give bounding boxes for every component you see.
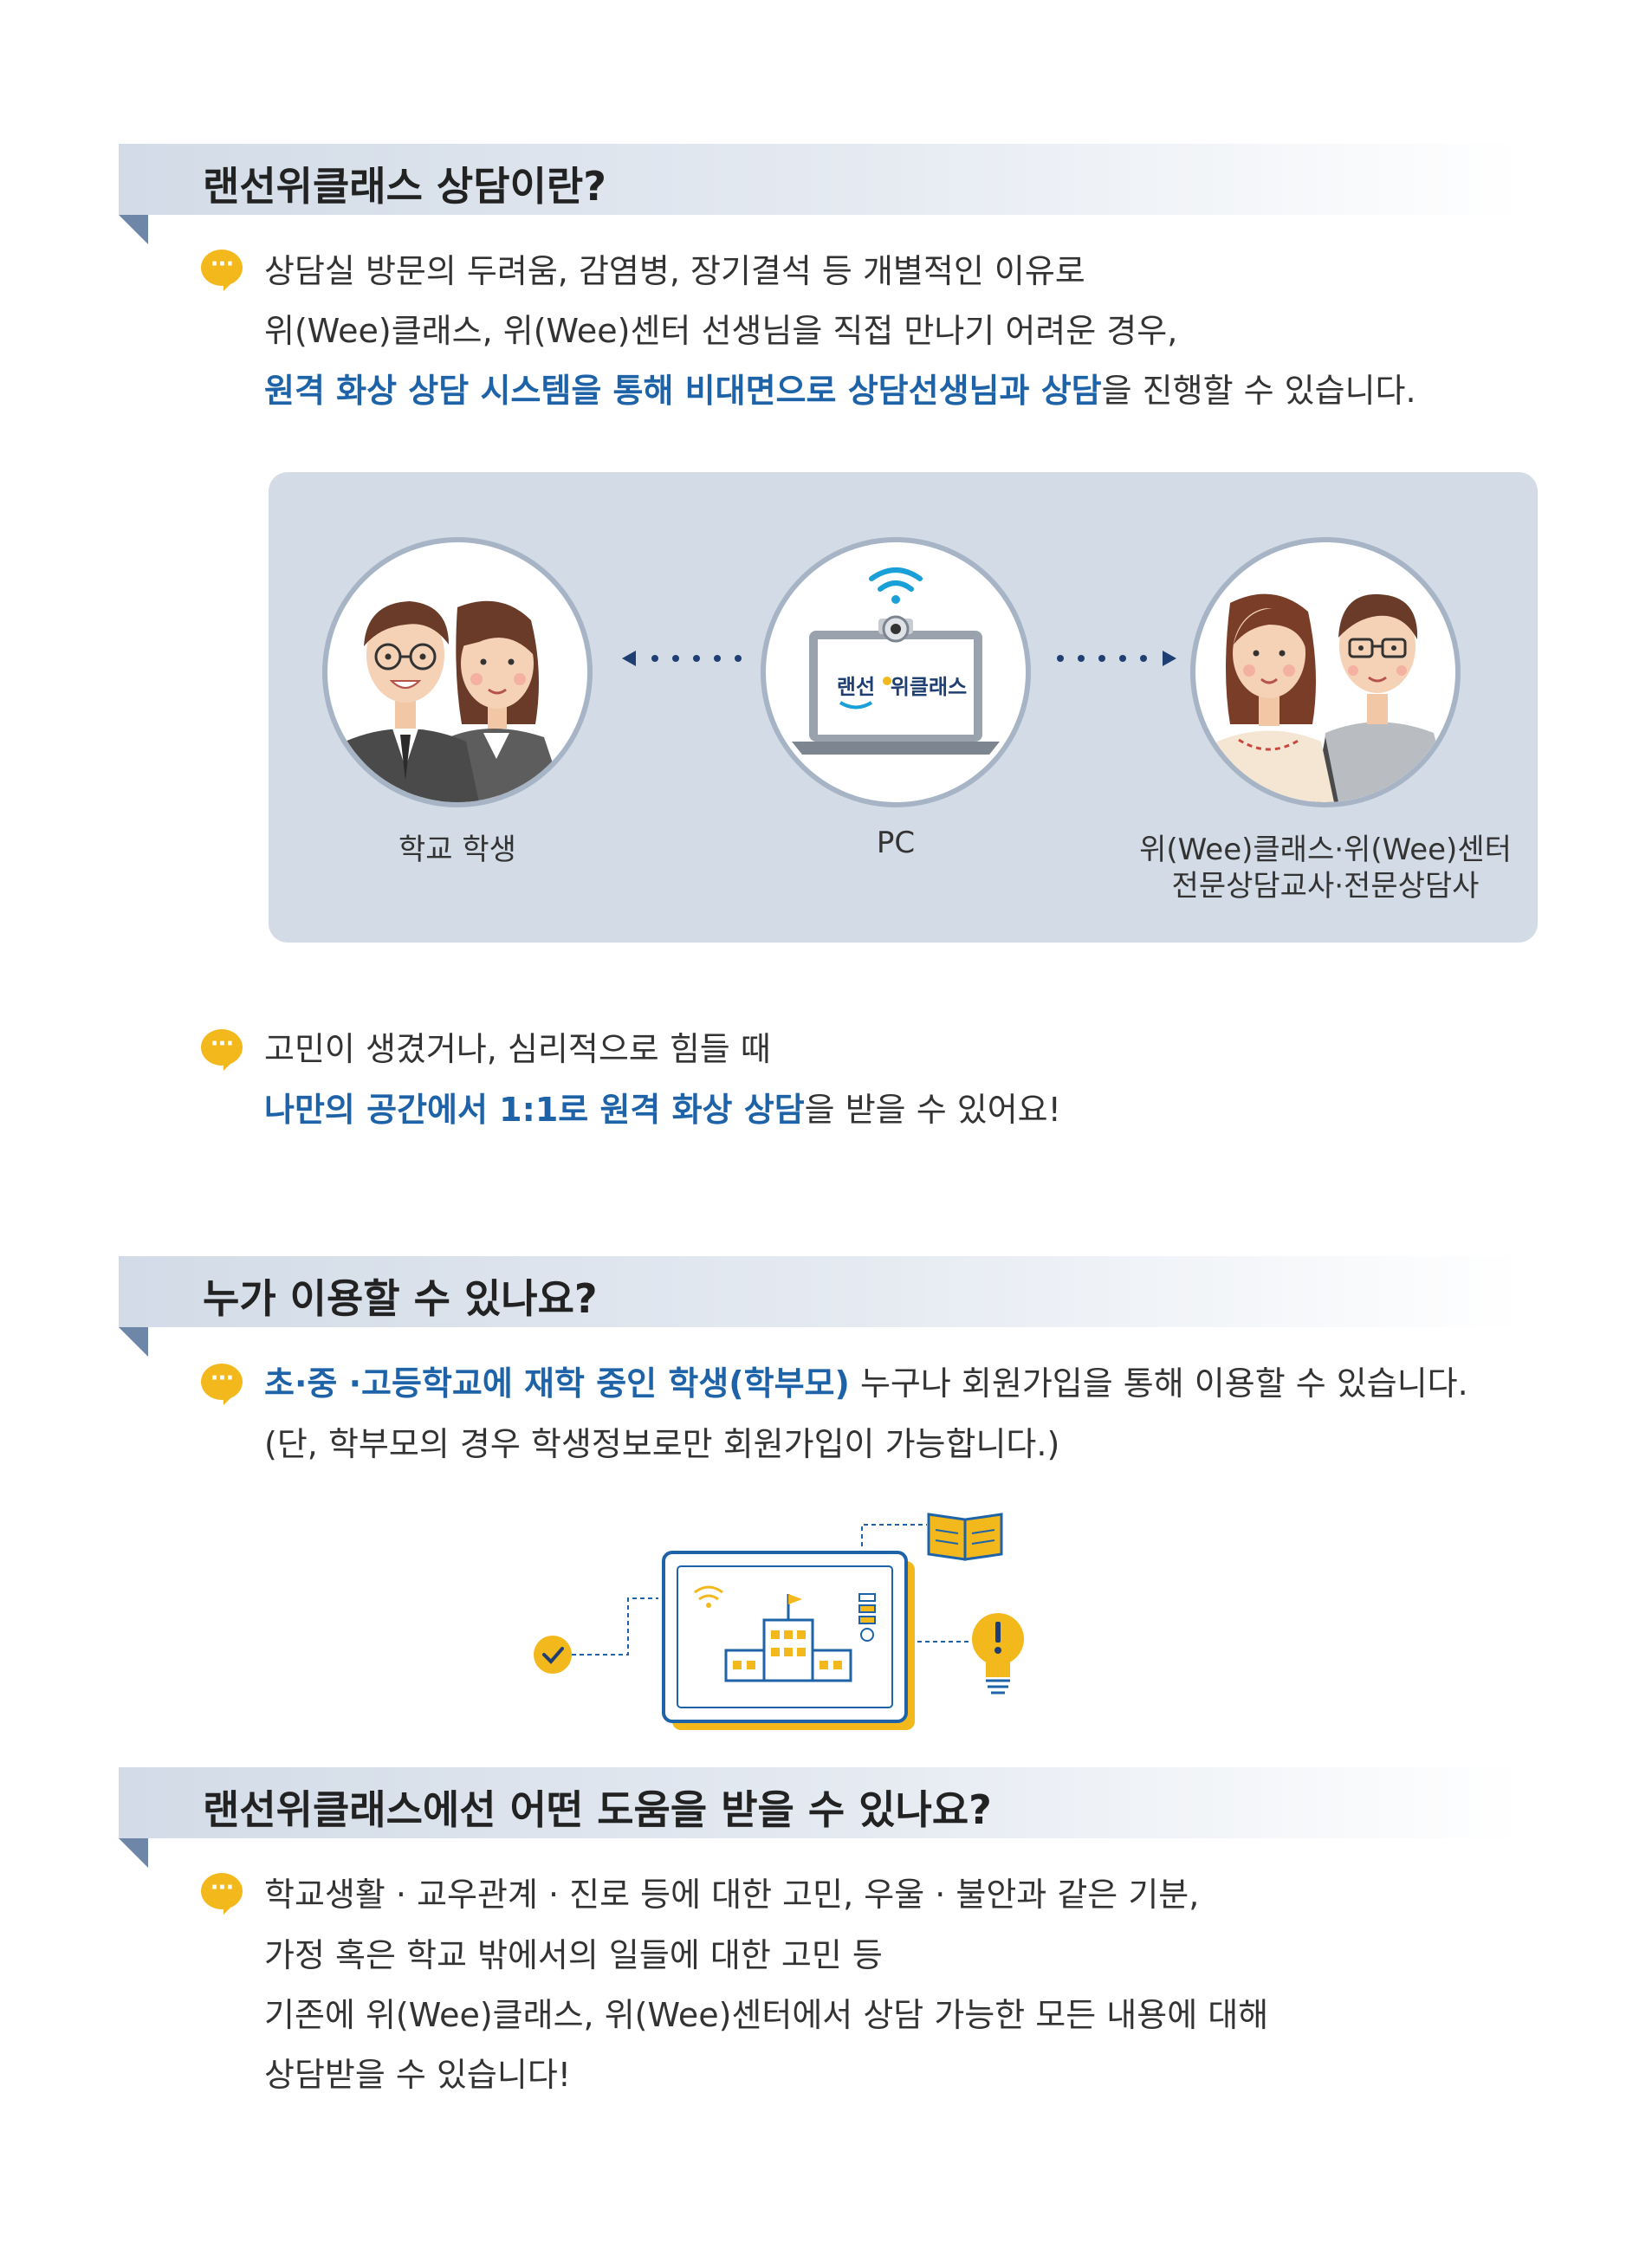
eligibility-highlight: 초·중 ·고등학교에 재학 중인 학생(학부모) xyxy=(264,1364,850,1403)
wifi-icon xyxy=(869,567,923,604)
one-on-one-highlight: 나만의 공간에서 1:1로 원격 화상 상담 xyxy=(264,1091,805,1129)
students-caption: 학교 학생 xyxy=(398,833,516,867)
eligibility-line-2: (단, 학부모의 경우 학생정보로만 회원가입이 가능합니다.) xyxy=(264,1425,1060,1463)
eligibility-line-1: 초·중 ·고등학교에 재학 중인 학생(학부모) 누구나 회원가입을 통해 이용… xyxy=(264,1357,1468,1404)
intro-line-5: 나만의 공간에서 1:1로 원격 화상 상담을 받을 수 있어요! xyxy=(264,1083,1061,1131)
header-bar xyxy=(119,1256,1522,1327)
wifi-icon xyxy=(694,1585,723,1608)
webcam-icon xyxy=(878,615,913,643)
speech-bubble-icon: ··· xyxy=(201,1364,243,1405)
section-title: 랜선위클래스에선 어떤 도움을 받을 수 있나요? xyxy=(203,1786,992,1833)
speech-bubble-icon: ··· xyxy=(201,1029,243,1071)
support-line-1: 학교생활 · 교우관계 · 진로 등에 대한 고민, 우울 · 불안과 같은 기… xyxy=(264,1876,1200,1914)
counseling-diagram-panel: 랜선 위클래스 xyxy=(269,472,1538,943)
speech-bubble-icon: ··· xyxy=(201,249,243,291)
check-icon xyxy=(534,1636,572,1674)
laptop-icon: 랜선 위클래스 xyxy=(792,567,1000,755)
section-header-intro: 랜선위클래스 상담이란? xyxy=(119,144,1522,244)
arrow-right-icon xyxy=(1057,651,1176,666)
header-bar xyxy=(119,144,1522,215)
header-fold xyxy=(119,215,148,244)
intro-line-3: 원격 화상 상담 시스템을 통해 비대면으로 상담선생님과 상담을 진행할 수 … xyxy=(264,364,1416,411)
support-line-2: 가정 혹은 학교 밖에서의 일들에 대한 고민 등 xyxy=(264,1936,883,1974)
students-avatar xyxy=(322,537,593,807)
screen-logo-part2: 위클래스 xyxy=(891,675,967,699)
counselors-caption-line-1: 위(Wee)클래스·위(Wee)센터 xyxy=(1139,833,1512,867)
pc-circle: 랜선 위클래스 xyxy=(761,537,1031,807)
lightbulb-icon xyxy=(972,1613,1024,1695)
intro-line-1: 상담실 방문의 두려움, 감염병, 장기결석 등 개별적인 이유로 xyxy=(264,252,1085,290)
intro-line-5-rest: 을 받을 수 있어요! xyxy=(804,1091,1061,1129)
intro-line-4: 고민이 생겼거나, 심리적으로 힘들 때 xyxy=(264,1030,771,1068)
counselors-avatar xyxy=(1190,537,1461,807)
section-title: 누가 이용할 수 있나요? xyxy=(203,1275,598,1322)
header-fold xyxy=(119,1838,148,1868)
eligibility-line-1-rest: 누구나 회원가입을 통해 이용할 수 있습니다. xyxy=(849,1364,1468,1403)
arrow-left-icon xyxy=(622,651,742,666)
counselors-caption-line-2: 전문상담교사·전문상담사 xyxy=(1171,869,1480,904)
section-header-support: 랜선위클래스에선 어떤 도움을 받을 수 있나요? xyxy=(119,1767,1522,1868)
support-line-3: 기존에 위(Wee)클래스, 위(Wee)센터에서 상담 가능한 모든 내용에 … xyxy=(264,1996,1269,2034)
support-line-4: 상담받을 수 있습니다! xyxy=(264,2056,572,2094)
book-icon xyxy=(927,1513,1003,1561)
school-building-icon xyxy=(724,1594,852,1682)
section-header-eligibility: 누가 이용할 수 있나요? xyxy=(119,1256,1522,1357)
intro-line-2: 위(Wee)클래스, 위(Wee)센터 선생님을 직접 만나기 어려운 경우, xyxy=(264,312,1178,350)
speech-bubble-icon: ··· xyxy=(201,1873,243,1915)
header-bar xyxy=(119,1767,1522,1838)
section-title: 랜선위클래스 상담이란? xyxy=(203,163,606,210)
header-fold xyxy=(119,1327,148,1357)
pc-caption: PC xyxy=(876,826,916,860)
school-illustration xyxy=(534,1513,1024,1730)
intro-line-3-rest: 을 진행할 수 있습니다. xyxy=(1101,372,1416,410)
screen-logo-part1: 랜선 xyxy=(837,675,875,699)
intro-highlight: 원격 화상 상담 시스템을 통해 비대면으로 상담선생님과 상담 xyxy=(264,372,1102,410)
